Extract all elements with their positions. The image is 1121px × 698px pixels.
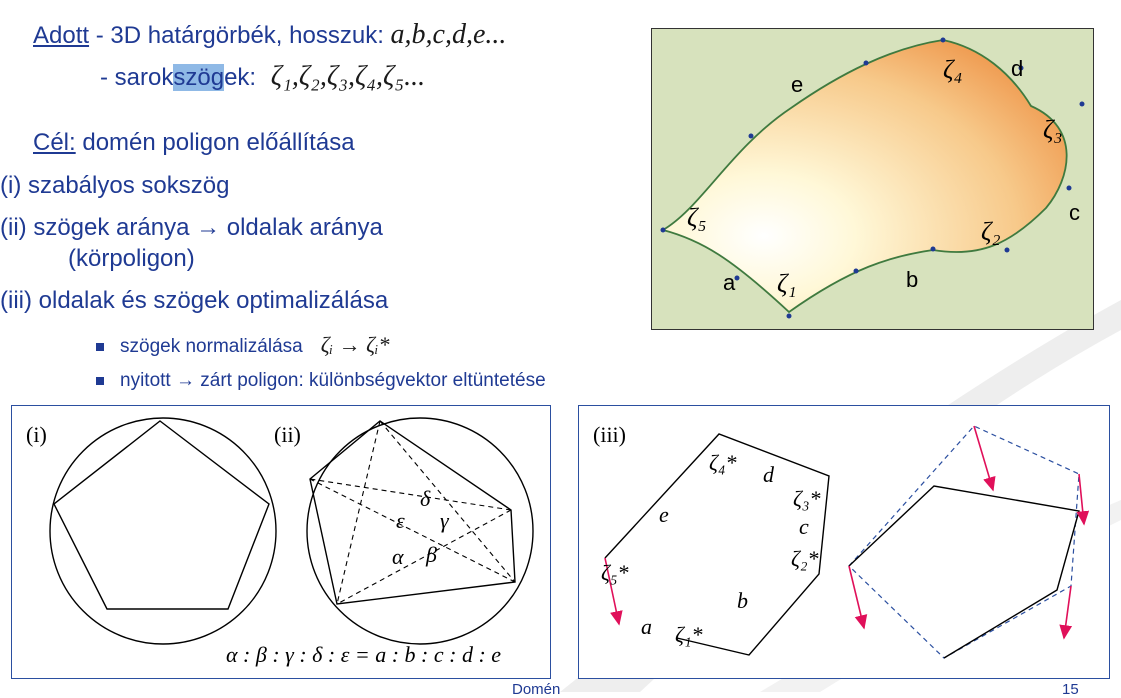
difference-vector-3	[973, 425, 996, 492]
corner-label-zeta5: ζ₅	[687, 203, 707, 232]
difference-vector-1	[604, 557, 623, 626]
given-label: Adott	[33, 22, 90, 49]
difference-vector-4	[1076, 473, 1090, 526]
curve-points	[660, 37, 1085, 319]
corner-zeta5-star: ζ₅*	[601, 560, 629, 585]
edge-label-e: e	[791, 72, 803, 97]
page-number: 15	[1062, 681, 1079, 698]
side-label-c: c	[799, 514, 809, 539]
corner-math: ζ₁,ζ₂,ζ₃,ζ₄,ζ₅...	[270, 61, 426, 92]
dashed-original-polygon	[848, 425, 1080, 659]
edge-label-b: b	[906, 267, 918, 292]
bullet-marker	[96, 343, 104, 351]
angle-alpha: α	[392, 544, 404, 569]
footer-title: Domén	[512, 681, 561, 698]
label-i: (i)	[26, 422, 47, 447]
label-ii: (ii)	[274, 422, 301, 447]
sub-bullet-1: szögek normalizálása ζᵢ → ζᵢ*	[120, 330, 389, 362]
pentagon-ii	[309, 420, 516, 605]
angle-delta: δ	[420, 486, 431, 511]
side-label-b: b	[737, 588, 748, 613]
polygons-diagram: (i) (ii) δ ε γ α β α : β : γ : δ : ε = a…	[26, 417, 534, 667]
corner-suffix: ek:	[224, 64, 263, 91]
corner-label-zeta3: ζ₃	[1043, 115, 1063, 144]
circle-ii	[306, 417, 534, 645]
sub-bullet-1-text: szögek normalizálása	[120, 336, 303, 357]
goal-item-1: (i) szabályos sokszög	[0, 172, 230, 199]
corner-highlight: szög	[173, 64, 225, 91]
angle-gamma: γ	[440, 508, 450, 533]
pentagon-i	[53, 420, 270, 610]
goal-text: domén poligon előállítása	[75, 129, 355, 156]
corner-prefix: - sarok	[100, 64, 174, 91]
diagonals-ii	[309, 420, 516, 605]
goal-item-3: (iii) oldalak és szögek optimalizálása	[0, 287, 389, 314]
corner-angles-line: - sarokszögek: ζ₁,ζ₂,ζ₃,ζ₄,ζ₅...	[100, 62, 425, 93]
panel-regular-polygons: (i) (ii) δ ε γ α β α : β : γ : δ : ε = a…	[11, 405, 551, 679]
difference-vector-5	[1059, 585, 1073, 640]
goal-line: Cél: domén poligon előállítása	[33, 128, 355, 158]
open-polygon	[604, 433, 830, 656]
side-label-d: d	[763, 462, 775, 487]
corner-label-zeta2: ζ₂	[981, 217, 1001, 246]
sub-bullet-2: nyitott → zárt poligon: különbségvektor …	[120, 370, 546, 391]
corner-zeta2-star: ζ₂*	[791, 546, 819, 571]
goal-label: Cél:	[33, 129, 76, 156]
closed-polygon	[848, 485, 1080, 659]
sub-bullet-1-math: ζᵢ → ζᵢ*	[320, 332, 390, 357]
goal-item-2-cont: (körpoligon)	[68, 245, 195, 272]
boundary-curves-figure: e d c b a ζ₄ ζ₃ ζ₂ ζ₁ ζ₅	[651, 28, 1094, 330]
given-text: - 3D határgörbék, hosszuk:	[89, 22, 391, 49]
side-label-a: a	[641, 614, 652, 639]
edge-label-c: c	[1069, 200, 1080, 225]
bullet-marker	[96, 377, 104, 385]
angle-beta: β	[425, 542, 437, 567]
goal-item-2: (ii) szögek aránya → oldalak aránya	[0, 214, 383, 241]
circle-i	[49, 417, 277, 645]
given-math: a,b,c,d,e...	[390, 19, 507, 50]
edge-label-a: a	[723, 270, 736, 295]
panel-optimization: (iii) d e c b a ζ₄* ζ₃* ζ₅* ζ₂* ζ₁*	[578, 405, 1110, 679]
corner-label-zeta4: ζ₄	[943, 55, 963, 84]
label-iii: (iii)	[593, 422, 626, 447]
corner-zeta3-star: ζ₃*	[793, 486, 821, 511]
edge-label-d: d	[1011, 56, 1023, 81]
given-line: Adott - 3D határgörbék, hosszuk: a,b,c,d…	[33, 20, 506, 51]
ratio-equation: α : β : γ : δ : ε = a : b : c : d : e	[226, 642, 501, 667]
optimization-diagram: (iii) d e c b a ζ₄* ζ₃* ζ₅* ζ₂* ζ₁*	[593, 422, 1090, 659]
side-label-e: e	[659, 502, 669, 527]
corner-label-zeta1: ζ₁	[777, 269, 797, 298]
corner-zeta4-star: ζ₄*	[709, 450, 737, 475]
angle-epsilon: ε	[396, 508, 405, 533]
difference-vector-2	[848, 565, 868, 630]
corner-zeta1-star: ζ₁*	[675, 622, 703, 647]
